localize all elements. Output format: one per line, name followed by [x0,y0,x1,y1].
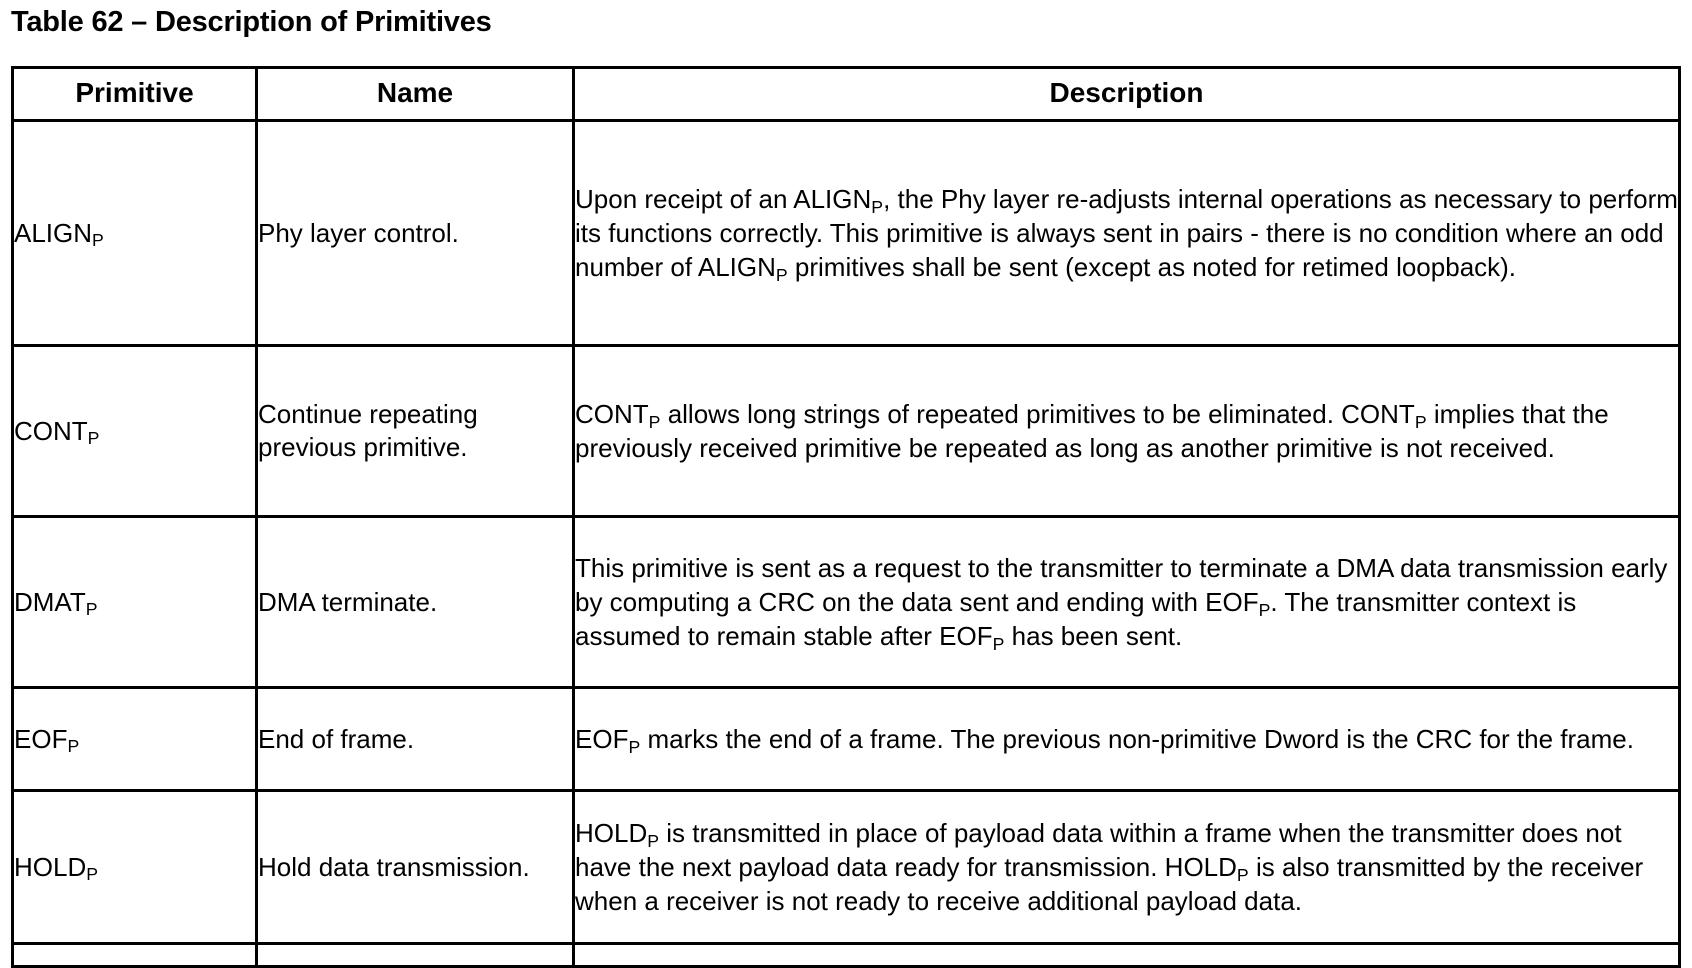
table-row: HOLDP Hold data transmission. HOLDP is t… [11,789,1681,945]
cell-name: Hold data transmission. [255,789,575,945]
cell-name: End of frame. [255,686,575,792]
primitive-subscript: P [85,599,98,620]
primitive-subscript: P [86,864,99,885]
table-row: ALIGNP Phy layer control. Upon receipt o… [11,119,1681,347]
primitive-subscript: P [87,428,100,449]
cell-primitive: DMATP [11,515,258,689]
table-body: ALIGNP Phy layer control. Upon receipt o… [11,119,1681,968]
primitive-name-text: ALIGN [14,217,93,248]
cell-description: This primitive is sent as a request to t… [572,515,1681,689]
cell-primitive [11,942,258,968]
cell-primitive: EOFP [11,686,258,792]
cell-primitive: CONTP [11,344,258,518]
primitive-name-text: DMAT [14,586,86,617]
table-row: DMATP DMA terminate. This primitive is s… [11,515,1681,689]
primitive-name-text: HOLD [14,851,87,882]
primitive-name-text: EOF [14,723,68,754]
table-row-truncated [11,942,1681,968]
primitive-subscript: P [92,230,104,251]
column-header-description: Description [572,66,1681,122]
column-header-primitive: Primitive [11,66,258,122]
cell-name: Phy layer control. [255,119,575,347]
primitive-name-text: CONT [14,415,88,446]
cell-description: HOLDP is transmitted in place of payload… [572,789,1681,945]
table-row: CONTP Continue repeating previous primit… [11,344,1681,518]
table-row: EOFP End of frame. EOFP marks the end of… [11,686,1681,792]
cell-description: EOFP marks the end of a frame. The previ… [572,686,1681,792]
cell-description: CONTP allows long strings of repeated pr… [572,344,1681,518]
primitives-table: Primitive Name Description ALIGNP Phy la… [11,66,1681,968]
column-header-name: Name [255,66,575,122]
cell-description: Upon receipt of an ALIGNP, the Phy layer… [572,119,1681,347]
cell-primitive: ALIGNP [11,119,258,347]
cell-name: DMA terminate. [255,515,575,689]
cell-description [572,942,1681,968]
table-header: Primitive Name Description [11,66,1681,122]
cell-name [255,942,575,968]
table-caption: Table 62 – Description of Primitives [11,6,492,38]
table-header-row: Primitive Name Description [11,66,1681,122]
cell-name: Continue repeating previous primitive. [255,344,575,518]
primitive-subscript: P [67,736,80,757]
cell-primitive: HOLDP [11,789,258,945]
